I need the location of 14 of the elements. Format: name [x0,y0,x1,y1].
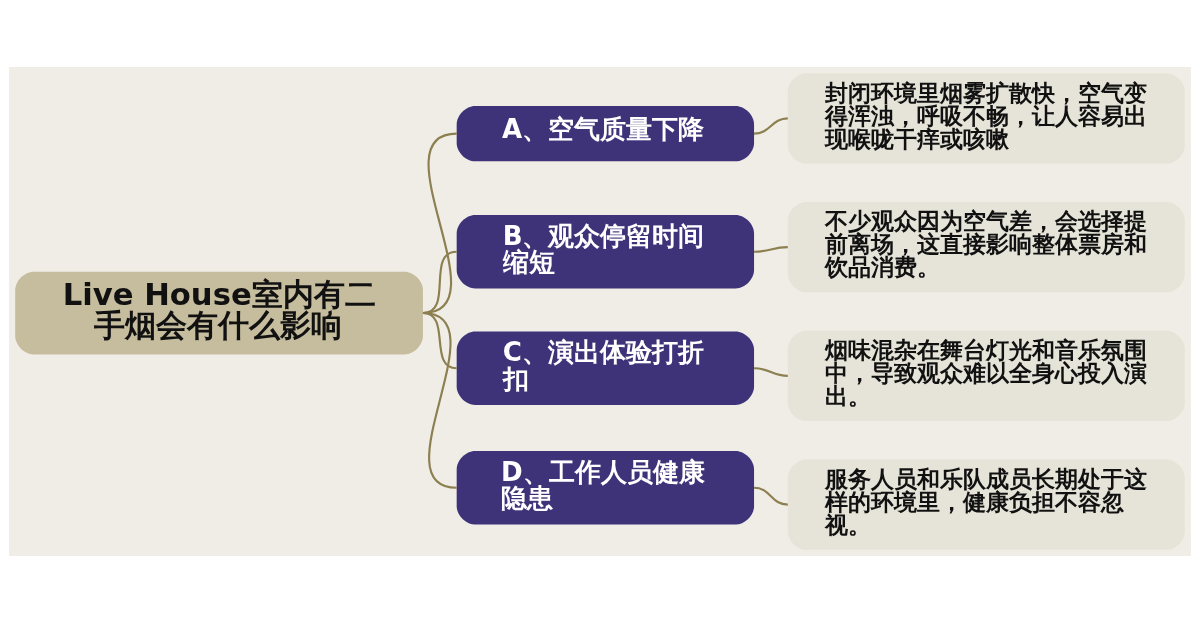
connector [753,486,788,506]
node-box: A、空气质量下降 [456,105,755,161]
connector [422,311,457,489]
node-box: 服务人员和乐队成员长期处于这样的环境里，健康负担不容忽视。 [787,458,1185,550]
node-box: 不少观众因为空气差，会选择提前离场，这直接影响整体票房和饮品消费。 [787,201,1185,292]
node-box: D、工作人员健康隐患 [456,450,755,525]
node-box: B、观众停留时间缩短 [456,214,755,288]
connector [753,116,788,135]
connector [754,245,788,253]
node-box: 烟味混杂在舞台灯光和音乐氛围中，导致观众难以全身心投入演出。 [787,330,1185,421]
node-box: Live House室内有二手烟会有什么影响 [15,271,423,354]
node-box: 封闭环境里烟雾扩散快，空气变得浑浊，呼吸不畅，让人容易出现喉咙干痒或咳嗽 [787,72,1185,164]
node-box: C、演出体验打折扣 [456,330,755,405]
connector [754,366,788,377]
